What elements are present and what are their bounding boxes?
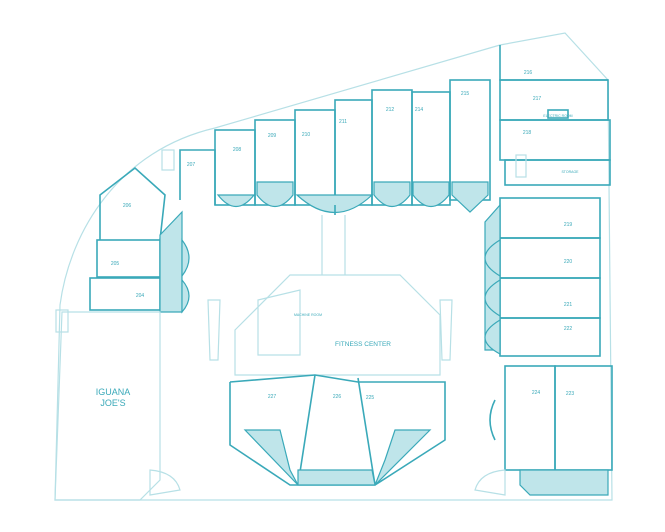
- storage-label: STORAGE: [561, 170, 579, 174]
- bottom-right-shops: [489, 365, 613, 496]
- unit-208: 208: [233, 147, 242, 153]
- unit-labels: 204 205 206 207 208 209 210 211 212 214 …: [111, 70, 575, 401]
- unit-219: 219: [564, 222, 573, 228]
- unit-214: 214: [415, 107, 424, 113]
- unit-220: 220: [564, 259, 573, 265]
- unit-227: 227: [268, 394, 277, 400]
- unit-224: 224: [532, 390, 541, 396]
- unit-211: 211: [339, 119, 347, 125]
- unit-204: 204: [136, 293, 145, 299]
- unit-222: 222: [564, 326, 573, 332]
- right-top-block: [499, 45, 611, 186]
- unit-226: 226: [333, 394, 342, 400]
- electric-room-label: ELECTRIC ROOM: [543, 114, 572, 118]
- right-shops: [484, 197, 601, 357]
- stairs: [55, 149, 527, 496]
- building-outline: [54, 32, 613, 501]
- unit-212: 212: [386, 107, 395, 113]
- unit-207: 207: [187, 162, 196, 168]
- fitness-center-label: FITNESS CENTER: [335, 341, 391, 348]
- left-shops: [89, 166, 190, 314]
- tenant-iguana-joes-line1: IGUANA: [96, 387, 131, 397]
- unit-218: 218: [523, 130, 532, 136]
- machine-room-label: MACHINE ROOM: [294, 313, 322, 317]
- fitness-center-area: [207, 215, 453, 376]
- unit-225: 225: [366, 395, 375, 401]
- unit-205: 205: [111, 261, 120, 267]
- unit-209: 209: [268, 133, 277, 139]
- unit-215: 215: [461, 91, 470, 97]
- unit-206: 206: [123, 203, 132, 209]
- unit-210: 210: [302, 132, 311, 138]
- unit-217: 217: [533, 96, 542, 102]
- unit-216: 216: [524, 70, 533, 76]
- bottom-shops: [229, 374, 446, 486]
- unit-223: 223: [566, 391, 575, 397]
- unit-221: 221: [564, 302, 573, 308]
- tenant-iguana-joes-line2: JOE'S: [100, 398, 125, 408]
- top-shops: [179, 79, 491, 215]
